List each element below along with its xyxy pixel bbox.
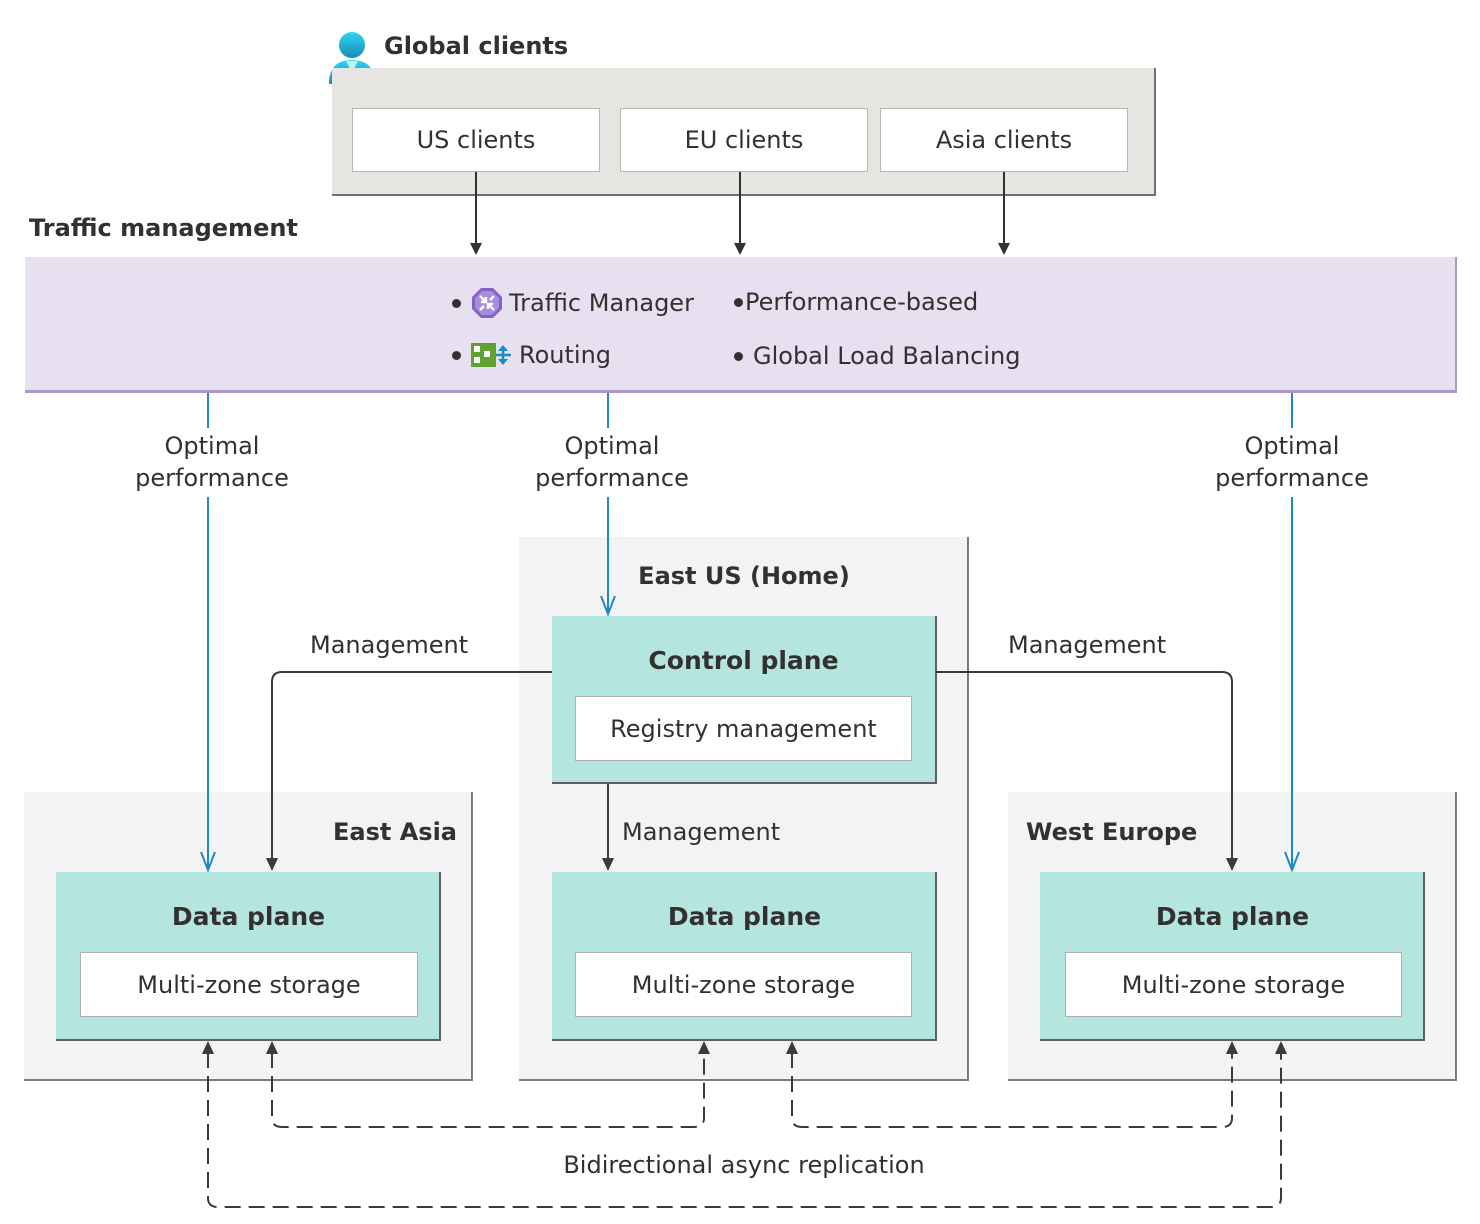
management-label-west-europe: Management xyxy=(1008,631,1167,659)
traffic-management-band xyxy=(25,257,1457,393)
bullet xyxy=(452,350,461,360)
replication-label: Bidirectional async replication xyxy=(563,1151,925,1179)
management-arrowhead-east-us xyxy=(602,858,614,871)
replication-line-east-us-west-europe xyxy=(791,1052,1233,1128)
optimal-arrowhead-west-europe xyxy=(1284,851,1300,873)
storage-box-east-asia: Multi-zone storage xyxy=(80,952,418,1017)
storage-box-east-us: Multi-zone storage xyxy=(575,952,912,1017)
optimal-performance-label-east-asia: Optimal performance xyxy=(112,430,312,494)
performance-based-item: Performance-based xyxy=(734,284,978,320)
routing-item: Routing xyxy=(452,337,611,373)
optimal-line1: Optimal xyxy=(564,432,660,460)
data-plane-west-europe-title: Data plane xyxy=(1155,902,1310,931)
traffic-manager-item: Traffic Manager xyxy=(452,285,694,321)
routing-icon xyxy=(471,342,511,368)
optimal-arrowhead-east-us xyxy=(600,595,616,617)
management-arrowhead-west-europe xyxy=(1226,858,1238,871)
global-load-balancing-label: Global Load Balancing xyxy=(753,342,1021,370)
replication-line-east-asia-east-us xyxy=(271,1052,705,1128)
optimal-arrowhead-east-asia xyxy=(200,851,216,873)
replication-arrowhead xyxy=(266,1041,278,1054)
management-line-east-asia xyxy=(271,671,552,860)
global-load-balancing-item: Global Load Balancing xyxy=(734,338,1020,374)
bullet xyxy=(452,298,461,308)
management-line-west-europe xyxy=(936,671,1233,860)
client-box-us: US clients xyxy=(352,108,600,172)
management-arrowhead-east-asia xyxy=(266,858,278,871)
data-plane-east-us-title: Data plane xyxy=(667,902,822,931)
optimal-performance-label-east-us: Optimal performance xyxy=(512,430,712,494)
optimal-line2: performance xyxy=(1215,464,1369,492)
optimal-line1: Optimal xyxy=(1244,432,1340,460)
traffic-manager-label: Traffic Manager xyxy=(509,289,694,317)
replication-arrowhead xyxy=(1226,1041,1238,1054)
replication-arrowhead xyxy=(1275,1041,1287,1054)
optimal-line2: performance xyxy=(135,464,289,492)
optimal-line1: Optimal xyxy=(164,432,260,460)
registry-management-box: Registry management xyxy=(575,696,912,761)
optimal-performance-label-west-europe: Optimal performance xyxy=(1192,430,1392,494)
traffic-manager-icon xyxy=(471,287,503,319)
replication-line-east-asia-west-europe xyxy=(207,1052,1282,1208)
management-label-east-asia: Management xyxy=(310,631,469,659)
replication-arrowhead xyxy=(698,1041,710,1054)
replication-arrowhead xyxy=(786,1041,798,1054)
routing-label: Routing xyxy=(519,341,612,369)
storage-box-west-europe: Multi-zone storage xyxy=(1065,952,1402,1017)
bullet xyxy=(734,297,743,307)
bullet xyxy=(734,351,743,361)
management-label-east-us: Management xyxy=(622,818,781,846)
region-west-europe-title: West Europe xyxy=(1026,818,1198,846)
optimal-line2: performance xyxy=(535,464,689,492)
performance-based-label: Performance-based xyxy=(745,288,979,316)
client-arrowhead-asia xyxy=(998,243,1010,255)
region-east-us-title: East US (Home) xyxy=(638,562,850,590)
replication-arrowhead xyxy=(202,1041,214,1054)
client-arrowhead-us xyxy=(470,243,482,255)
client-box-eu: EU clients xyxy=(620,108,868,172)
client-box-asia: Asia clients xyxy=(880,108,1128,172)
global-clients-title: Global clients xyxy=(384,32,569,60)
traffic-management-title: Traffic management xyxy=(29,214,298,242)
region-east-asia-title: East Asia xyxy=(333,818,457,846)
control-plane-title: Control plane xyxy=(648,646,839,675)
data-plane-east-asia-title: Data plane xyxy=(171,902,326,931)
client-arrowhead-eu xyxy=(734,243,746,255)
